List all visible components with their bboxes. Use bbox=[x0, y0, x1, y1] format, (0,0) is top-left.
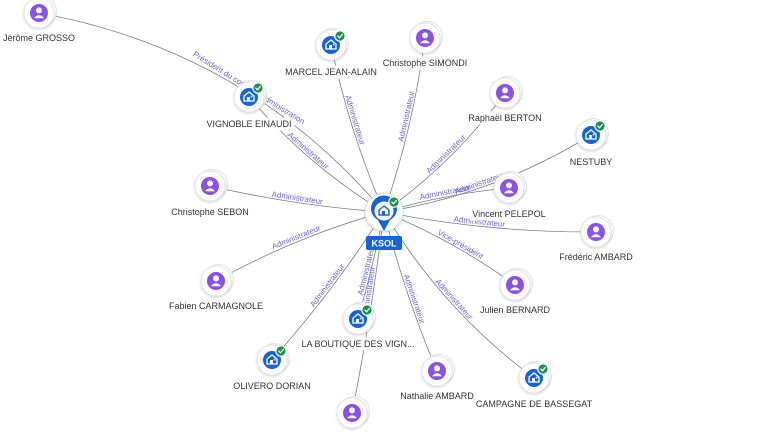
center-label-pill: KSOL bbox=[366, 236, 402, 250]
person-icon bbox=[500, 179, 518, 197]
node-label-bg bbox=[566, 155, 616, 169]
node-label-bg bbox=[168, 205, 252, 219]
edge-label: Administrateur bbox=[396, 90, 416, 143]
edge-label: Administrateur bbox=[271, 223, 322, 251]
check-badge-icon bbox=[388, 196, 400, 208]
edge-label: Administrateur bbox=[343, 94, 367, 146]
edge-n12 bbox=[271, 211, 385, 361]
building-icon bbox=[349, 310, 367, 328]
building-icon bbox=[263, 351, 281, 369]
check-badge-icon bbox=[361, 304, 373, 316]
node-label: VIGNOBLE EINAUDI bbox=[206, 119, 291, 129]
node-person[interactable]: Raphaël BERTON bbox=[465, 76, 545, 125]
person-icon bbox=[587, 223, 605, 241]
edge-label: Administrateur bbox=[308, 262, 347, 309]
edge-label: Administrateur bbox=[425, 133, 468, 176]
node-person[interactable]: Fabien CARMAGNOLE bbox=[165, 264, 267, 313]
node-person[interactable] bbox=[336, 396, 370, 429]
node-label-bg bbox=[230, 379, 314, 393]
node-company[interactable]: CAMPAGNE DE BASSEGAT bbox=[472, 361, 596, 411]
node-label-bg bbox=[203, 117, 295, 131]
building-icon bbox=[582, 126, 600, 144]
check-badge-icon bbox=[594, 120, 606, 132]
node-company[interactable]: MARCEL JEAN-ALAIN bbox=[282, 28, 380, 79]
node-label: Vincent PELEPOL bbox=[472, 209, 545, 219]
edge-n0 bbox=[38, 12, 385, 213]
node-label-bg bbox=[0, 31, 79, 45]
check-badge-icon bbox=[252, 82, 264, 94]
person-icon bbox=[30, 4, 48, 22]
node-label-bg bbox=[465, 111, 545, 125]
edge-label: Vice-président bbox=[436, 228, 485, 262]
building-icon bbox=[240, 88, 258, 106]
center-label: KSOL bbox=[371, 239, 397, 249]
node-person[interactable]: Nathalie AMBARD bbox=[397, 354, 478, 403]
node-label: MARCEL JEAN-ALAIN bbox=[285, 67, 377, 77]
edge-n9 bbox=[215, 211, 385, 282]
node-label: Raphaël BERTON bbox=[468, 113, 541, 123]
node-label: LA BOUTIQUE DES VIGN... bbox=[301, 339, 414, 349]
check-badge-icon bbox=[537, 363, 549, 375]
edge-n5 bbox=[383, 134, 592, 213]
node-label: Christophe SIMONDI bbox=[383, 58, 468, 68]
node-label-bg bbox=[282, 65, 380, 79]
center-node[interactable]: KSOL bbox=[364, 192, 404, 250]
edge-n8 bbox=[383, 211, 597, 233]
edge-n4 bbox=[383, 92, 506, 213]
edge-label: Administrateur bbox=[271, 190, 324, 207]
node-person[interactable]: Jérôme GROSSO bbox=[0, 0, 79, 45]
node-person[interactable]: Christophe SIMONDI bbox=[379, 21, 471, 70]
person-icon bbox=[496, 84, 514, 102]
edge-label: Administrateur bbox=[402, 273, 427, 325]
node-label-bg bbox=[397, 389, 478, 403]
building-icon bbox=[322, 36, 340, 54]
node-label-bg bbox=[165, 299, 267, 313]
node-label: NESTUBY bbox=[570, 157, 613, 167]
node-person[interactable]: Vincent PELEPOL bbox=[469, 171, 549, 221]
building-icon bbox=[525, 369, 543, 387]
node-label-bg bbox=[476, 303, 554, 317]
node-person[interactable]: Julien BERNARD bbox=[476, 268, 554, 317]
node-company[interactable]: LA BOUTIQUE DES VIGN... bbox=[298, 302, 418, 351]
person-icon bbox=[201, 177, 219, 195]
node-label: Frédéric AMBARD bbox=[559, 252, 633, 262]
node-label: CAMPAGNE DE BASSEGAT bbox=[476, 399, 593, 409]
node-company[interactable]: OLIVERO DORIAN bbox=[230, 343, 314, 393]
node-label-bg bbox=[379, 56, 471, 70]
person-icon bbox=[343, 404, 361, 422]
person-icon bbox=[428, 362, 446, 380]
edge-n1 bbox=[330, 44, 385, 213]
node-company[interactable]: NESTUBY bbox=[566, 118, 616, 169]
node-label: OLIVERO DORIAN bbox=[233, 381, 311, 391]
person-icon bbox=[416, 29, 434, 47]
node-person[interactable]: Frédéric AMBARD bbox=[556, 215, 637, 264]
node-label-bg bbox=[298, 337, 418, 351]
node-company[interactable]: VIGNOBLE EINAUDI bbox=[203, 80, 295, 131]
node-label: Jérôme GROSSO bbox=[3, 33, 75, 43]
edge-n3 bbox=[248, 96, 385, 213]
edge-n6 bbox=[209, 185, 385, 213]
person-icon bbox=[207, 272, 225, 290]
node-label: Christophe SEBON bbox=[171, 207, 249, 217]
node-label: Julien BERNARD bbox=[480, 305, 551, 315]
node-label-bg bbox=[472, 397, 596, 411]
node-label-bg bbox=[556, 250, 637, 264]
check-badge-icon bbox=[275, 345, 287, 357]
edge-label: Administrateur bbox=[433, 277, 474, 322]
node-person[interactable]: Christophe SEBON bbox=[168, 169, 252, 219]
building-icon bbox=[378, 205, 390, 216]
check-badge-icon bbox=[334, 30, 346, 42]
node-label: Fabien CARMAGNOLE bbox=[169, 301, 263, 311]
node-label: Nathalie AMBARD bbox=[400, 391, 474, 401]
node-label-bg bbox=[469, 207, 549, 221]
person-icon bbox=[506, 276, 524, 294]
